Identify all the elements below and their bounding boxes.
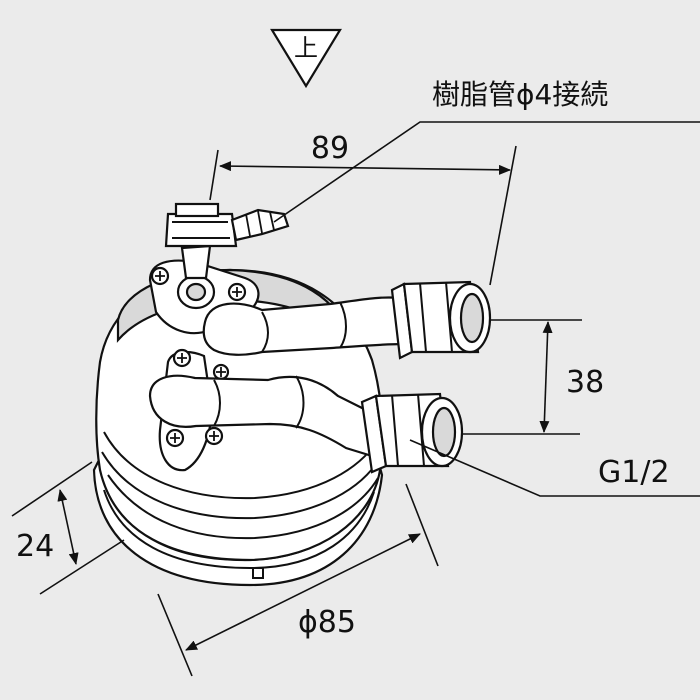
diameter-arrow <box>185 533 421 651</box>
upper-pipe <box>202 280 492 360</box>
base-marker <box>252 567 264 579</box>
dimension-width: 89 <box>209 131 517 286</box>
height-value: 24 <box>16 529 54 564</box>
direction-triangle-icon <box>270 28 342 89</box>
height-arrow <box>57 489 79 565</box>
connector-block <box>164 212 238 248</box>
callout-tube: 樹脂管ϕ4接続 <box>273 78 700 223</box>
dimension-height: 24 <box>11 461 125 595</box>
pitch-arrow <box>539 321 553 433</box>
up-direction-mark: 上 <box>270 28 342 89</box>
tube-connection-label: 樹脂管ϕ4接続 <box>432 78 608 111</box>
width-arrow <box>219 161 511 175</box>
thread-label: G1/2 <box>598 455 670 490</box>
direction-label: 上 <box>294 34 318 62</box>
dimension-pitch: 38 <box>462 319 604 435</box>
pitch-value: 38 <box>566 365 604 400</box>
groove-2 <box>101 451 381 520</box>
groove-1 <box>103 431 379 500</box>
width-value: 89 <box>311 131 349 166</box>
tube-connector <box>164 202 290 280</box>
dimension-diameter: ϕ85 <box>157 483 439 677</box>
connector-cap <box>174 202 220 218</box>
callout-thread: G1/2 <box>409 439 700 497</box>
diameter-value: ϕ85 <box>298 605 356 640</box>
